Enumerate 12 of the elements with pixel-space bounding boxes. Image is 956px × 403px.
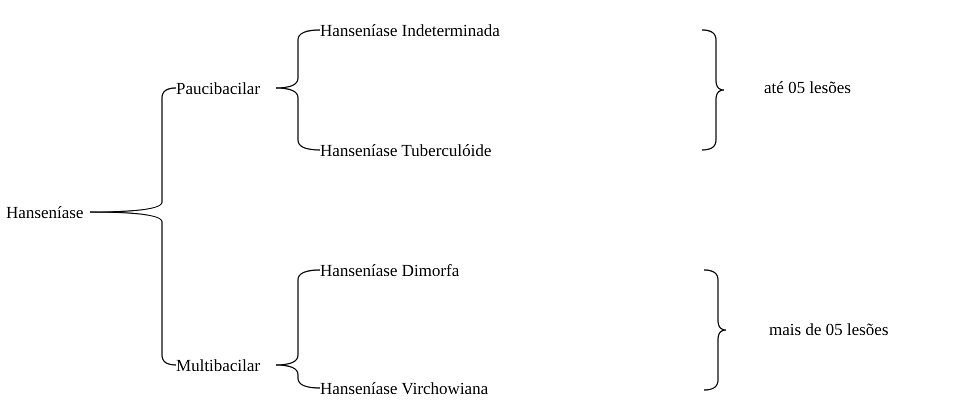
node-label: Paucibacilar [176,80,260,96]
lesion-count-note: mais de 05 lesões [769,321,888,338]
node-label: Multibacilar [176,356,260,374]
node-label: Hanseníase Dimorfa [320,262,460,278]
node-label: Hanseníase Indeterminada [320,22,500,38]
brace-connector [90,211,176,366]
brace-connector [276,364,320,389]
node-label: Hanseníase Virchowiana [320,380,488,396]
node-label: Hanseníase Tuberculóide [320,142,492,158]
brace-connector [276,87,320,151]
node-label: Hanseníase [6,204,84,220]
lesion-count-note: até 05 lesões [764,79,851,96]
